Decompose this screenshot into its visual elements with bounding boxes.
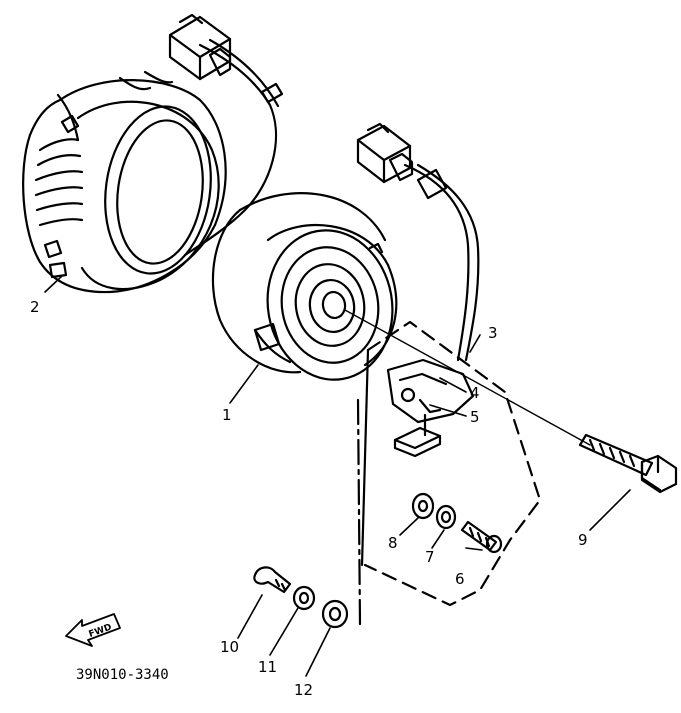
- callout-11: 11: [258, 658, 277, 676]
- rotor-part-1: [211, 192, 398, 381]
- callout-6: 6: [455, 570, 465, 588]
- leader-lines: [44, 275, 631, 677]
- pickup-coil-part-3: [386, 358, 475, 458]
- stator-part-2: [22, 70, 227, 294]
- drawing-code: 39N010-3340: [76, 667, 169, 683]
- callout-12: 12: [294, 681, 313, 699]
- mount-reference-line: [356, 398, 362, 627]
- callout-1: 1: [222, 406, 232, 424]
- callout-4: 4: [470, 384, 480, 402]
- screw-part-6: [460, 520, 503, 554]
- callout-5: 5: [470, 408, 480, 426]
- callout-10: 10: [220, 638, 239, 656]
- callout-7: 7: [425, 548, 435, 566]
- washer-part-11: [292, 585, 316, 611]
- part-3-group-outline: [363, 320, 542, 607]
- part-3-group-outline-left: [360, 348, 370, 567]
- washer-part-8: [411, 492, 435, 520]
- forward-arrow-label: FWD: [88, 623, 114, 640]
- stator-wire-harness: [168, 13, 284, 257]
- pickup-wire-harness: [356, 122, 480, 362]
- bolt-axis-line: [344, 309, 591, 446]
- forward-arrow-icon: FWD: [65, 613, 121, 647]
- callout-2: 2: [30, 298, 40, 316]
- bolt-part-9: [578, 433, 678, 494]
- washer-part-7: [435, 504, 457, 530]
- screw-part-10: [253, 566, 292, 594]
- washer-part-12: [321, 599, 349, 629]
- callout-9: 9: [578, 531, 588, 549]
- callout-8: 8: [388, 534, 398, 552]
- callout-3: 3: [488, 324, 498, 342]
